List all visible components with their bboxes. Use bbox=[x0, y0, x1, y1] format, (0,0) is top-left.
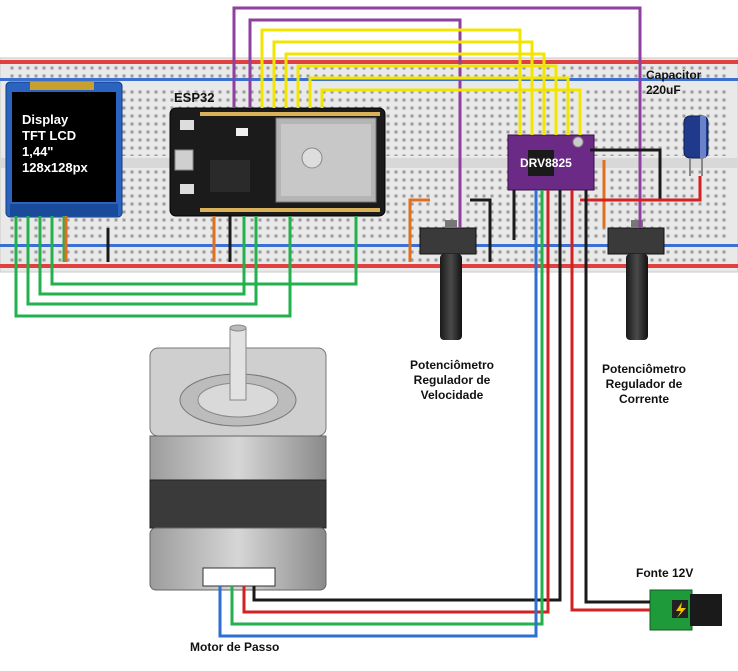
esp32-pins bbox=[200, 112, 380, 212]
pot-current-label: Potenciômetro Regulador de Corrente bbox=[601, 362, 686, 406]
stepper-motor bbox=[149, 324, 327, 591]
drv8825-driver bbox=[507, 134, 595, 191]
esp32-board bbox=[169, 107, 386, 217]
potentiometer-speed bbox=[419, 220, 477, 340]
motor-connector bbox=[202, 567, 276, 587]
display-label: Display TFT LCD 1,44" 128x128px bbox=[22, 112, 88, 175]
power-rail-red-top bbox=[0, 60, 738, 64]
power-rail-red-bottom bbox=[0, 264, 738, 268]
wires bbox=[14, 6, 702, 638]
power-label: Fonte 12V bbox=[636, 566, 694, 580]
usb-port bbox=[174, 149, 194, 171]
power-jack-12v bbox=[649, 589, 722, 631]
power-rail-blue-bottom bbox=[0, 244, 738, 247]
pot-speed-label: Potenciômetro Regulador de Velocidade bbox=[409, 358, 494, 402]
tft-lcd-display bbox=[5, 81, 123, 218]
motor-shaft bbox=[229, 327, 247, 401]
motor-label: Motor de Passo bbox=[190, 640, 280, 654]
esp32-label: ESP32 bbox=[174, 90, 215, 105]
drv8825-label: DRV8825 bbox=[520, 156, 572, 170]
potentiometer-current bbox=[607, 220, 665, 340]
capacitor-220uf bbox=[683, 115, 709, 176]
capacitor-label: Capacitor 220uF bbox=[646, 68, 702, 97]
